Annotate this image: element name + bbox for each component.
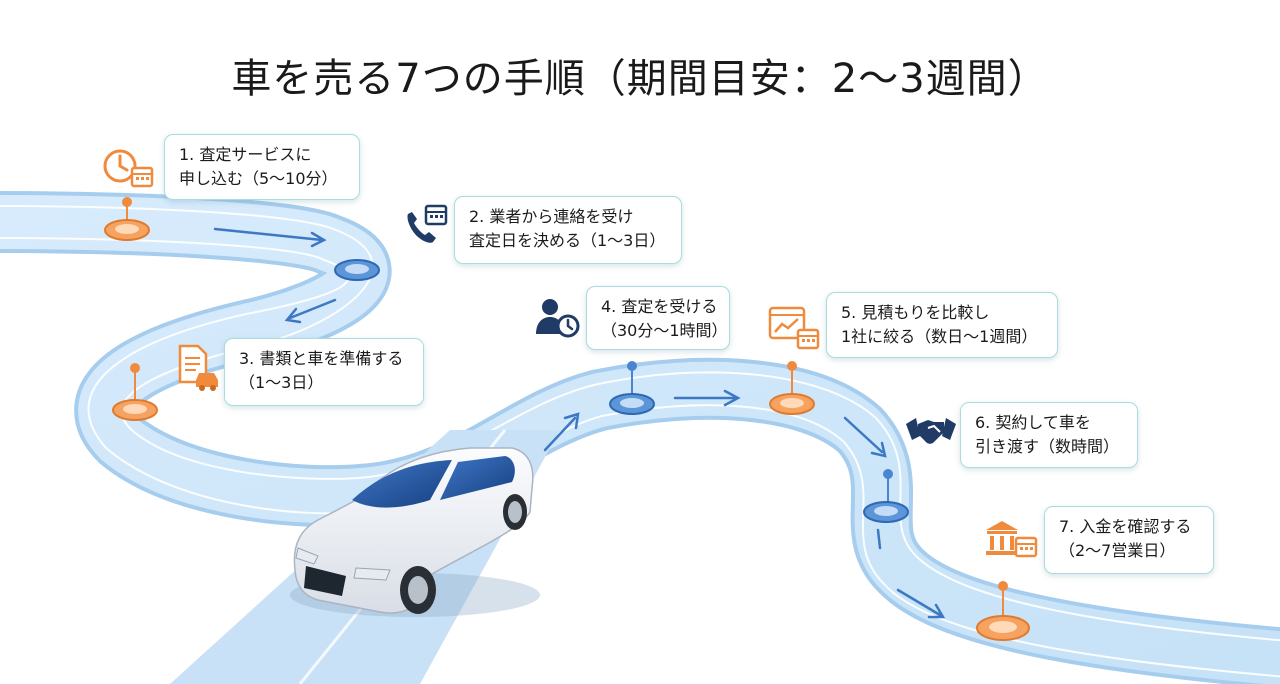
step-5-title: 5. 見積もりを比較し [841, 303, 990, 322]
step-card-6: 6. 契約して車を 引き渡す（数時間） [960, 402, 1138, 468]
marker-4-head [627, 361, 637, 371]
marker-5-head [787, 361, 797, 371]
car-headlight-left [295, 547, 319, 565]
step-card-3: 3. 書類と車を準備する （1〜3日） [224, 338, 424, 406]
marker-7-disc-inner [989, 621, 1017, 633]
arrow-7 [896, 588, 942, 617]
step-3-duration: （1〜3日） [239, 373, 324, 392]
marker-3-head [130, 363, 140, 373]
phone-calendar-icon [402, 204, 448, 250]
marker-3-disc-inner [123, 404, 147, 414]
person-clock-icon [534, 296, 580, 342]
marker-2-disc-inner [345, 264, 369, 274]
car-wheel-front-rim [408, 576, 428, 604]
handshake-icon [904, 414, 958, 454]
step-2-title: 2. 業者から連絡を受け [469, 207, 634, 226]
car-headlight-right [353, 567, 391, 581]
marker-6-disc-inner [874, 506, 898, 516]
page-title: 車を売る7つの手順（期間目安：2〜3週間） [231, 56, 1049, 102]
arrow-1-head [310, 231, 327, 248]
marker-5 [769, 361, 815, 415]
chart-calendar-icon [768, 306, 820, 356]
step-2-duration: 査定日を決める（1〜3日） [469, 231, 666, 250]
step-4-duration: （30分〜1時間） [601, 321, 728, 340]
car-side-window [440, 456, 515, 500]
marker-6 [863, 469, 909, 523]
marker-7-head [998, 581, 1008, 591]
arrow-7-head [927, 603, 946, 619]
step-card-2: 2. 業者から連絡を受け 査定日を決める（1〜3日） [454, 196, 682, 264]
marker-6-head [883, 469, 893, 479]
step-1-title: 1. 査定サービスに [179, 145, 312, 164]
car-windshield [352, 460, 452, 508]
arrow-2 [288, 298, 337, 320]
arrow-4-head [723, 389, 741, 407]
step-card-5: 5. 見積もりを比較し 1社に絞る（数日〜1週間） [826, 292, 1058, 358]
marker-5-disc-inner [780, 398, 804, 408]
marker-1-disc-inner [115, 224, 139, 234]
direction-arrows [213, 227, 946, 619]
marker-7 [976, 581, 1030, 641]
car-illustration [290, 447, 540, 617]
arrow-5 [843, 416, 884, 454]
document-car-icon [176, 342, 222, 396]
clock-calendar-icon [102, 146, 154, 194]
marker-4 [609, 361, 655, 415]
arrow-3-head [563, 412, 580, 430]
marker-2 [334, 259, 380, 281]
marker-4-disc-inner [620, 398, 644, 408]
arrow-2-head [284, 307, 302, 324]
step-7-duration: （2〜7営業日） [1059, 541, 1176, 560]
marker-3 [112, 363, 158, 421]
arrow-1 [213, 227, 324, 242]
arrow-5-head [870, 441, 887, 458]
step-card-1: 1. 査定サービスに 申し込む（5〜10分） [164, 134, 360, 200]
step-6-title: 6. 契約して車を [975, 413, 1091, 432]
bank-calendar-icon [984, 518, 1038, 564]
step-3-title: 3. 書類と車を準備する [239, 349, 404, 368]
car-wheel-rear-rim [508, 501, 522, 523]
step-6-duration: 引き渡す（数時間） [975, 437, 1120, 456]
marker-1-head [122, 197, 132, 207]
step-4-title: 4. 査定を受ける [601, 297, 718, 316]
marker-1 [104, 197, 150, 241]
arrow-3 [543, 416, 577, 452]
step-5-duration: 1社に絞る（数日〜1週間） [841, 327, 1038, 346]
arrow-6 [876, 528, 882, 550]
step-card-7: 7. 入金を確認する （2〜7営業日） [1044, 506, 1214, 574]
road-lane-outer [0, 205, 1280, 642]
step-1-duration: 申し込む（5〜10分） [179, 169, 338, 188]
car-grille [304, 566, 346, 596]
step-7-title: 7. 入金を確認する [1059, 517, 1192, 536]
step-card-4: 4. 査定を受ける （30分〜1時間） [586, 286, 730, 350]
